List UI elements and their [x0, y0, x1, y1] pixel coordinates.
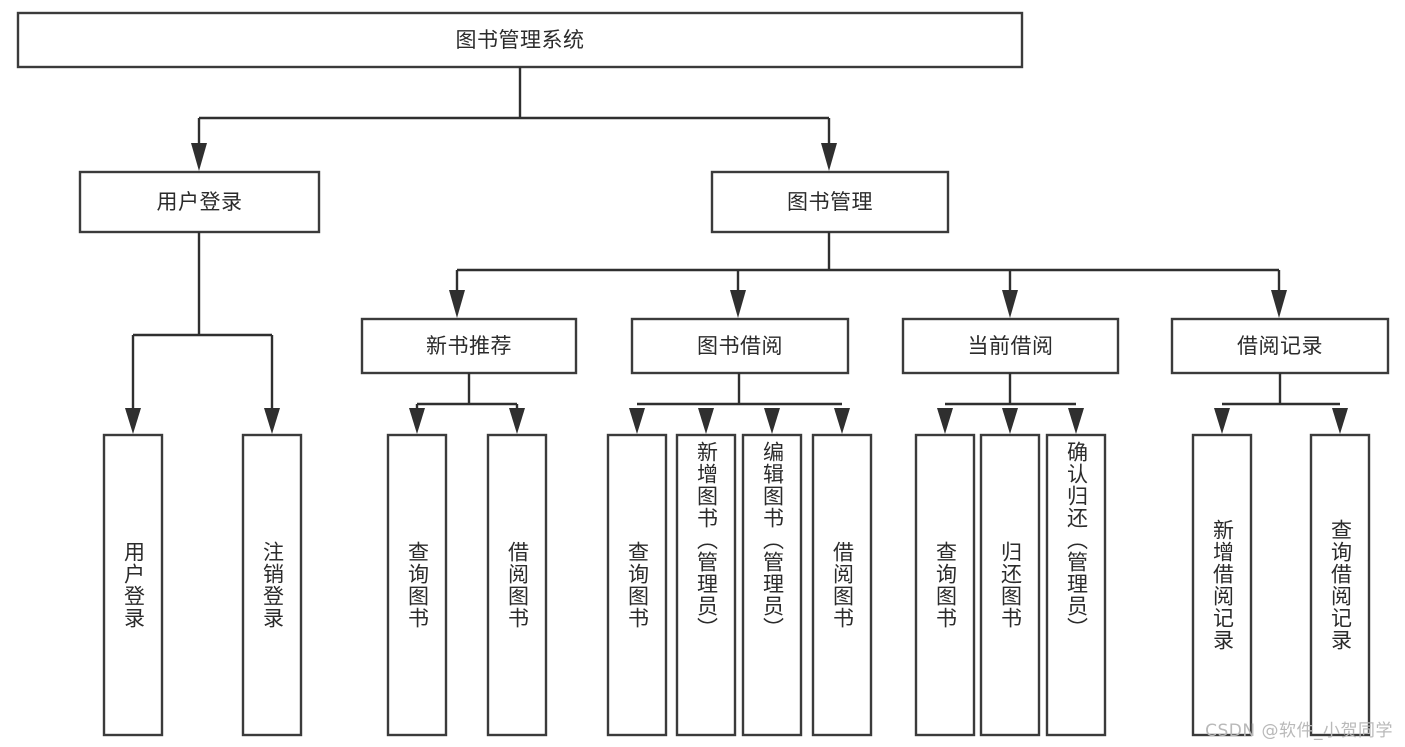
- node-book-borrow-box[interactable]: [630, 317, 850, 375]
- arrowhead-leaf-bookborrow-4: [834, 408, 850, 434]
- leaf-box-borrowrecord-1[interactable]: [1191, 433, 1253, 737]
- arrowhead-new-book: [449, 290, 465, 318]
- csdn-watermark: CSDN @软件_小贺同学: [1205, 721, 1393, 741]
- arrowhead-book-mgmt: [821, 143, 837, 171]
- leaf-box-bookborrow-3[interactable]: [741, 433, 803, 737]
- arrowhead-leaf-bookborrow-1: [629, 408, 645, 434]
- arrowhead-leaf-user-login-1: [125, 408, 141, 434]
- leaf-box-borrowrecord-2[interactable]: [1309, 433, 1371, 737]
- node-borrow-record-box[interactable]: [1170, 317, 1390, 375]
- leaf-box-newbook-2[interactable]: [486, 433, 548, 737]
- leaf-box-user-login-1[interactable]: [102, 433, 164, 737]
- arrowhead-leaf-user-login-2: [264, 408, 280, 434]
- node-current-borrow-box[interactable]: [901, 317, 1120, 375]
- leaf-box-currentborrow-1[interactable]: [914, 433, 976, 737]
- arrowhead-book-borrow: [730, 290, 746, 318]
- arrowhead-leaf-borrowrecord-2: [1332, 408, 1348, 434]
- arrowhead-leaf-bookborrow-2: [698, 408, 714, 434]
- arrowhead-leaf-newbook-1: [409, 408, 425, 434]
- node-user-login-box[interactable]: [78, 170, 321, 234]
- leaf-box-currentborrow-2[interactable]: [979, 433, 1041, 737]
- node-root-box[interactable]: [16, 11, 1024, 69]
- leaf-box-bookborrow-1[interactable]: [606, 433, 668, 737]
- arrowhead-leaf-currentborrow-2: [1002, 408, 1018, 434]
- leaf-box-newbook-1[interactable]: [386, 433, 448, 737]
- arrowhead-current-borrow: [1002, 290, 1018, 318]
- arrowhead-leaf-newbook-2: [509, 408, 525, 434]
- arrowhead-leaf-bookborrow-3: [764, 408, 780, 434]
- arrowhead-borrow-record: [1271, 290, 1287, 318]
- node-new-book-recommend-box[interactable]: [360, 317, 578, 375]
- leaf-box-bookborrow-2[interactable]: [675, 433, 737, 737]
- node-book-management-box[interactable]: [710, 170, 950, 234]
- leaf-box-bookborrow-4[interactable]: [811, 433, 873, 737]
- arrowhead-leaf-currentborrow-3: [1068, 408, 1084, 434]
- leaf-box-user-login-2[interactable]: [241, 433, 303, 737]
- arrowhead-user-login: [191, 143, 207, 171]
- arrowhead-leaf-currentborrow-1: [937, 408, 953, 434]
- leaf-box-currentborrow-3[interactable]: [1045, 433, 1107, 737]
- arrowhead-leaf-borrowrecord-1: [1214, 408, 1230, 434]
